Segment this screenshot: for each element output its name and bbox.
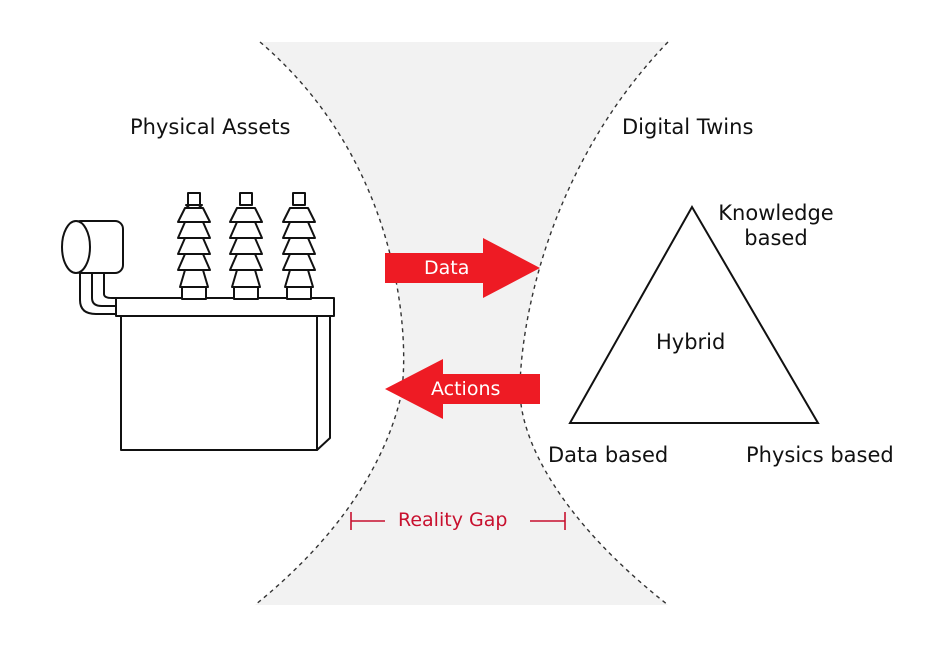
knowledge-based-line2: based [744, 226, 808, 251]
data-based-label: Data based [548, 443, 669, 467]
bushing-left [177, 192, 211, 300]
data-arrow-label: Data [424, 257, 470, 279]
transformer-icon [61, 192, 335, 451]
reality-gap-label: Reality Gap [398, 509, 508, 531]
reality-gap-dimension [350, 512, 566, 530]
actions-arrow [385, 359, 540, 419]
digital-twins-title: Digital Twins [622, 115, 754, 139]
reality-gap-region [255, 42, 668, 605]
data-arrow [385, 238, 540, 298]
knowledge-based-label: Knowledge based [706, 201, 846, 251]
triangle-icon [568, 204, 820, 424]
bushing-middle [229, 192, 263, 300]
physical-assets-title: Physical Assets [130, 115, 291, 139]
actions-arrow-label: Actions [431, 378, 501, 400]
hybrid-label: Hybrid [656, 330, 726, 354]
knowledge-based-line1: Knowledge [718, 201, 834, 225]
bushing-right [282, 192, 316, 300]
physics-based-label: Physics based [746, 443, 894, 467]
reality-gap-right-boundary [519, 41, 669, 606]
